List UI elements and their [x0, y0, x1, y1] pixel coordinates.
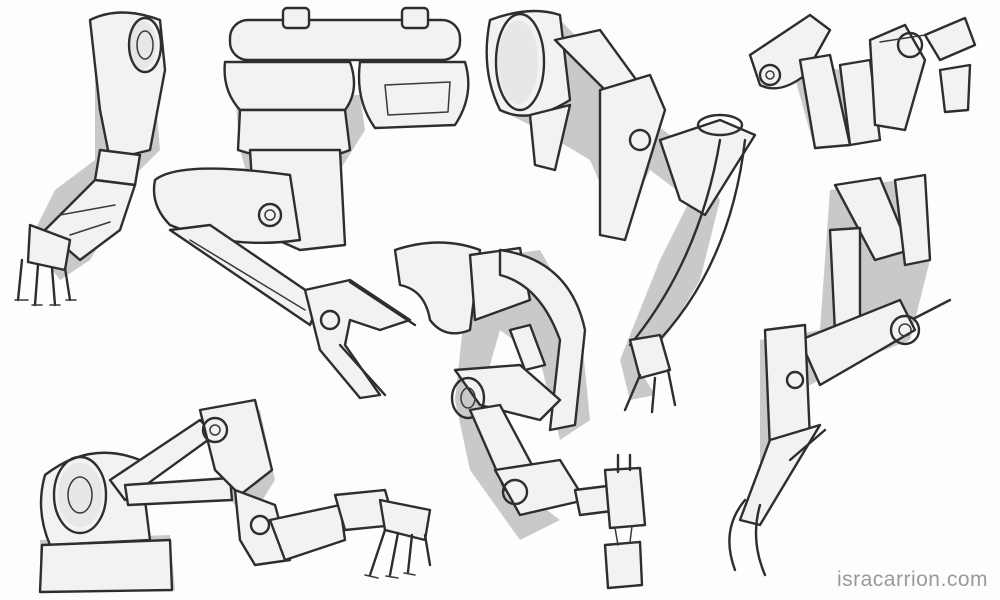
robot-arm-sketch-2 — [152, 6, 470, 400]
robot-arm-sketch-7 — [38, 398, 432, 594]
robot-arm-sketch-3 — [485, 9, 757, 414]
watermark-text: isracarrion.com — [836, 568, 988, 591]
robot-arm-sketch-1 — [14, 11, 167, 307]
robot-arm-sketch-5 — [728, 173, 952, 577]
robot-arm-sketch-4 — [748, 13, 977, 150]
robot-arm-sketch-6 — [393, 241, 647, 590]
